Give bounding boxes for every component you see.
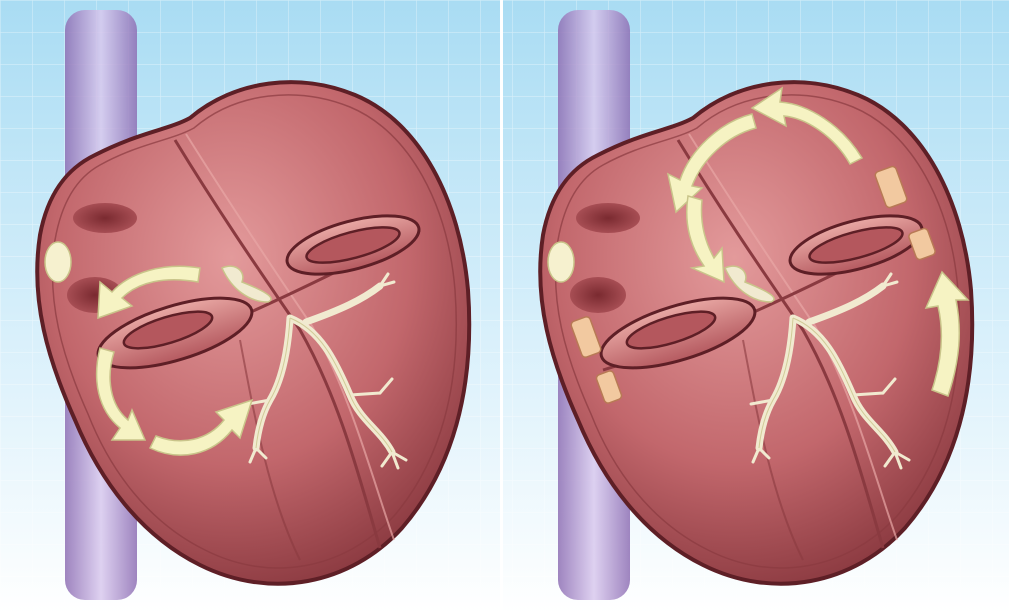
panel-divider xyxy=(500,0,503,614)
